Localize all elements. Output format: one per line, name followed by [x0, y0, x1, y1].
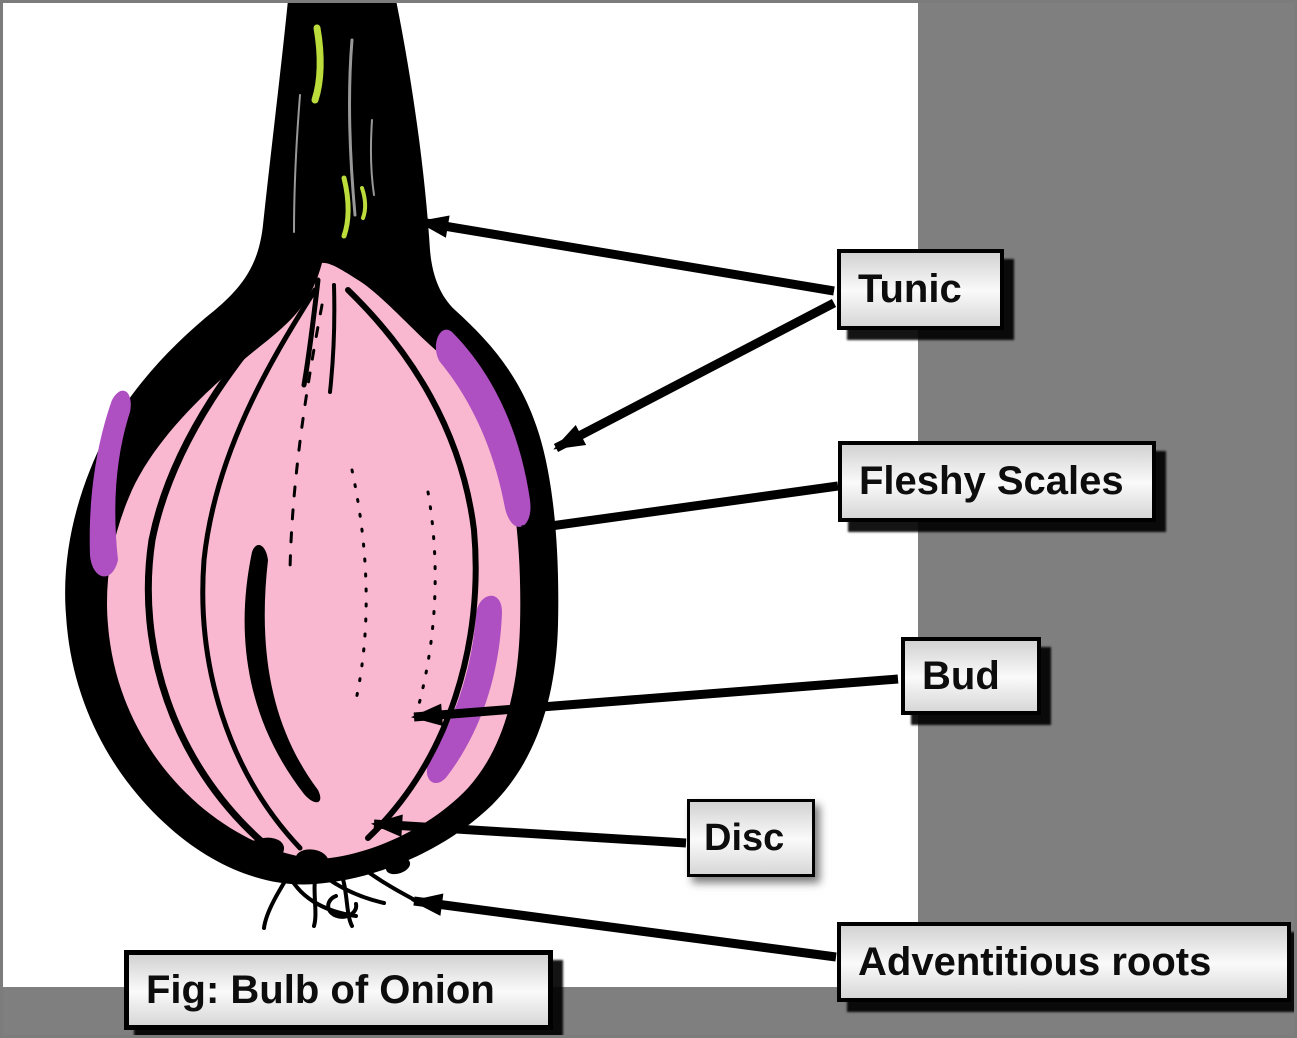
- adventitious-roots-drawing: [239, 837, 415, 930]
- label-tunic: Tunic: [837, 249, 1004, 330]
- pointer-arrows: [370, 215, 899, 962]
- label-adventitious-roots: Adventitious roots: [837, 922, 1291, 1002]
- center-crescent-line: [244, 545, 321, 803]
- onion-drawing: [65, 0, 559, 930]
- arrow-to-disc: [370, 814, 687, 848]
- arrow-to-fleshy-scales: [518, 481, 839, 538]
- figure-caption: Fig: Bulb of Onion: [124, 950, 553, 1030]
- sprout-streaks: [311, 24, 368, 239]
- label-disc: Disc: [687, 799, 815, 877]
- arrow-to-roots: [410, 893, 837, 962]
- arrow-to-bud: [410, 674, 899, 727]
- scale-lines: [144, 278, 479, 851]
- neck-texture: [293, 38, 375, 233]
- label-fleshy-scales: Fleshy Scales: [838, 441, 1156, 522]
- neck-streaks: [301, 277, 337, 394]
- arrow-to-tunic-neck: [416, 215, 835, 296]
- label-bud: Bud: [901, 637, 1041, 715]
- arrow-to-tunic-scale: [553, 299, 837, 452]
- purple-scale-accents: [89, 329, 531, 784]
